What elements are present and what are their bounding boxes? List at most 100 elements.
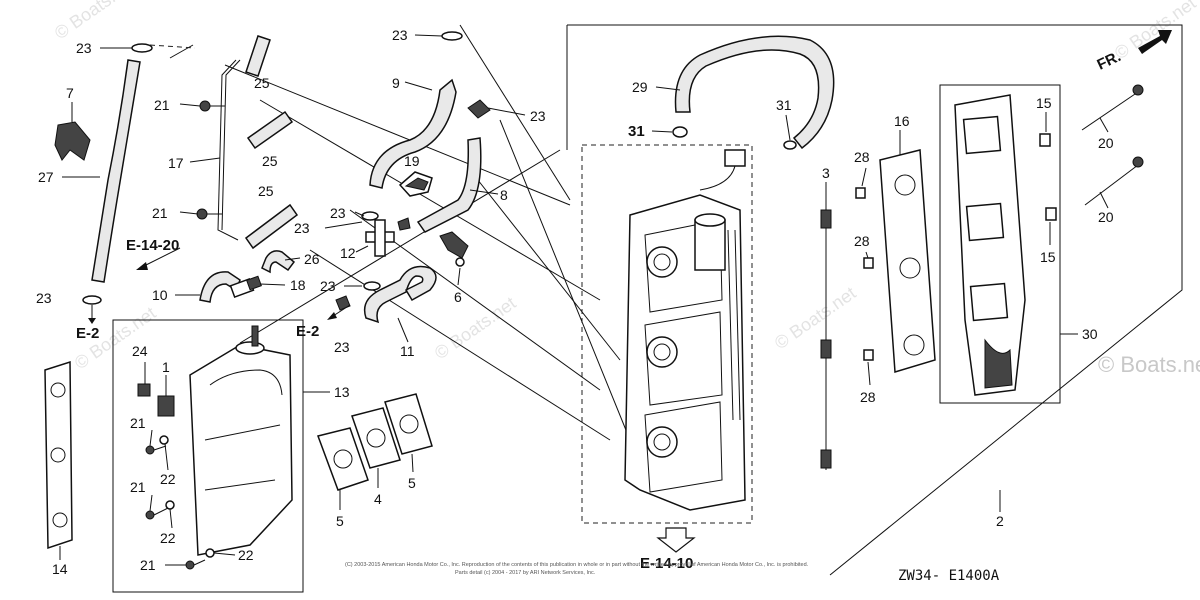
ref-e-14-10[interactable]: E-14-10 [640, 555, 693, 572]
callout-10: 10 [152, 287, 168, 303]
stud-bolt-20-bottom [1084, 156, 1144, 206]
front-direction-arrow-icon [1138, 30, 1172, 54]
callout-23: 23 [76, 40, 92, 56]
callout-23: 23 [392, 27, 408, 43]
hose-9 [369, 78, 457, 189]
callout-23: 23 [530, 108, 546, 124]
callout-12: 12 [340, 245, 356, 261]
callout-25: 25 [254, 75, 270, 91]
short-hose-25a [245, 35, 271, 77]
nut-24 [137, 383, 151, 397]
ref-arrow-e1420-icon [136, 247, 181, 270]
callout-6: 6 [454, 289, 462, 305]
washer-22-b [165, 500, 175, 510]
callout-25: 25 [262, 153, 278, 169]
callout-20: 20 [1098, 135, 1114, 151]
callout-31: 31 [776, 97, 792, 113]
short-hose-25c [244, 203, 299, 250]
diagram-code: ZW34- E1400A [898, 568, 1000, 584]
callout-28: 28 [860, 389, 876, 405]
callout-21: 21 [130, 415, 146, 431]
hose-29 [674, 35, 835, 150]
callout-9: 9 [392, 75, 400, 91]
stud-bolt-20-top [1081, 84, 1144, 131]
ref-arrow-e1410-icon [656, 527, 696, 553]
callout-22: 22 [160, 530, 176, 546]
callout-28: 28 [854, 149, 870, 165]
link-rod-3 [820, 190, 832, 470]
callout-21: 21 [130, 479, 146, 495]
callout-21: 21 [152, 205, 168, 221]
ref-arrow-e2-mid-icon [327, 304, 351, 320]
copyright-line-2: Parts detail (c) 2004 - 2017 by ARI Netw… [455, 570, 596, 576]
t-joint-12 [365, 219, 395, 257]
leader [309, 249, 611, 441]
clip-31-right [783, 140, 797, 150]
callout-2: 2 [996, 513, 1004, 529]
dowel-28-mid [863, 257, 874, 269]
hose-clip-23-bottom [82, 295, 102, 324]
callout-23: 23 [330, 205, 346, 221]
leader [239, 149, 561, 344]
callout-15: 15 [1036, 95, 1052, 111]
collar-15-top [1039, 133, 1051, 147]
callout-31: 31 [628, 123, 645, 140]
hose-26 [261, 250, 296, 274]
callout-29: 29 [632, 79, 648, 95]
leader [259, 99, 601, 301]
callout-5: 5 [336, 513, 344, 529]
watermark-faint-5: © Boats.net [1111, 0, 1200, 63]
callout-1: 1 [162, 359, 170, 375]
callout-28: 28 [854, 233, 870, 249]
callout-23: 23 [334, 339, 350, 355]
callout-14: 14 [52, 561, 68, 577]
callout-15: 15 [1040, 249, 1056, 265]
clip-19 [398, 171, 433, 197]
hose-clip-23-11 [335, 281, 381, 311]
washer-22-a [159, 435, 169, 445]
callout-23: 23 [36, 290, 52, 306]
ref-e-2-left[interactable]: E-2 [76, 325, 99, 342]
ref-e-2-mid[interactable]: E-2 [296, 323, 319, 340]
group-outline-top [567, 24, 1183, 82]
breather-hose-27 [91, 59, 141, 283]
short-hose-25b [246, 110, 294, 150]
callout-20: 20 [1098, 209, 1114, 225]
insulator-4 [351, 407, 401, 469]
gasket-5-right [384, 393, 433, 455]
callout-25: 25 [258, 183, 274, 199]
connector-18 [229, 275, 262, 299]
ref-e-14-20[interactable]: E-14-20 [126, 237, 179, 254]
fitting-6 [439, 231, 469, 267]
intake-body-group-box [112, 319, 304, 593]
callout-leaders [59, 34, 1109, 566]
callout-24: 24 [132, 343, 148, 359]
leader [469, 169, 621, 361]
leader [459, 24, 571, 201]
dowel-28-top [855, 187, 866, 199]
carburetor-group-box [581, 144, 753, 524]
gasket-14 [44, 360, 73, 550]
carburetor-assembly [624, 149, 746, 511]
callout-23: 23 [320, 278, 336, 294]
callout-8: 8 [500, 187, 508, 203]
hose-clip-23-right [467, 99, 491, 119]
callout-7: 7 [66, 85, 74, 101]
watermark-faint-1: © Boats.net [51, 0, 140, 43]
hose-8 [416, 137, 482, 233]
callout-22: 22 [238, 547, 254, 563]
group-outline-right [829, 82, 1183, 576]
callout-21: 21 [140, 557, 156, 573]
hose-clip-23-9 [441, 31, 463, 41]
screw-21-b [145, 507, 169, 520]
callout-26: 26 [304, 251, 320, 267]
washer-22-c [205, 548, 215, 558]
callout-30: 30 [1082, 326, 1098, 342]
intake-manifold-30 [954, 94, 1026, 396]
screw-21-c [185, 559, 206, 570]
callout-23: 23 [294, 220, 310, 236]
intake-manifold-group-box [939, 84, 1061, 404]
screw-21-a [145, 445, 167, 455]
